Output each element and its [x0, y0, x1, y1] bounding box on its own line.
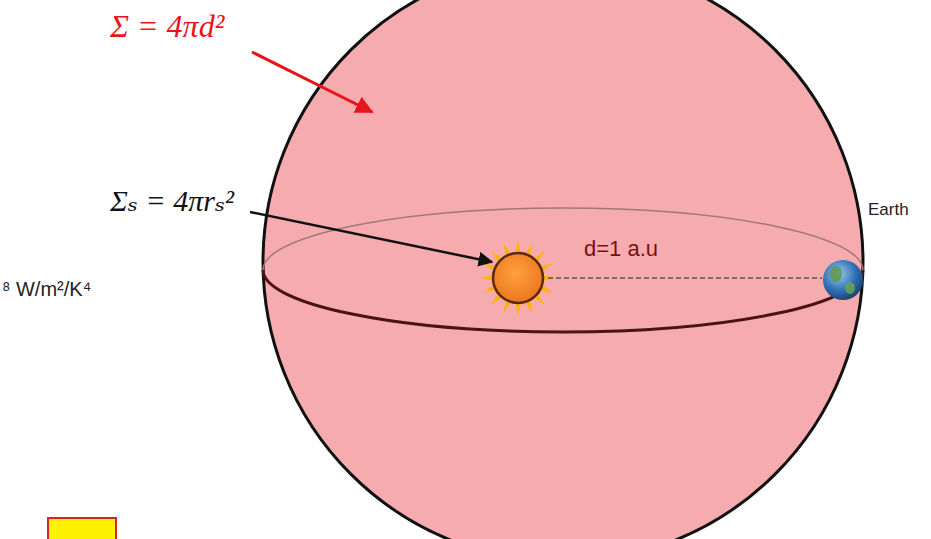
- equator-front: [263, 270, 863, 332]
- sphere-surface: [263, 0, 863, 539]
- earth-land: [845, 282, 855, 294]
- leader-arrow: [250, 212, 492, 262]
- distance-label: d=1 a.u: [584, 236, 658, 261]
- sun-symbol: [493, 253, 543, 303]
- sun-area-formula: Σₛ = 4πrₛ²: [110, 184, 234, 219]
- sun-ray: [515, 303, 520, 316]
- area-formula: Σ = 4πd²: [110, 8, 224, 45]
- distance-line: [548, 277, 822, 279]
- earth-land: [830, 266, 842, 282]
- equator-back: [263, 208, 863, 270]
- sun-rays: [480, 240, 556, 316]
- highlight-box: [48, 518, 116, 539]
- sun-ray: [480, 275, 493, 280]
- constant-units: ⁸ W/m²/K⁴: [2, 278, 91, 301]
- earth-symbol: [823, 260, 863, 300]
- leader-arrow: [252, 52, 372, 112]
- planet-label: Earth: [868, 200, 909, 220]
- sun-ray: [515, 240, 520, 253]
